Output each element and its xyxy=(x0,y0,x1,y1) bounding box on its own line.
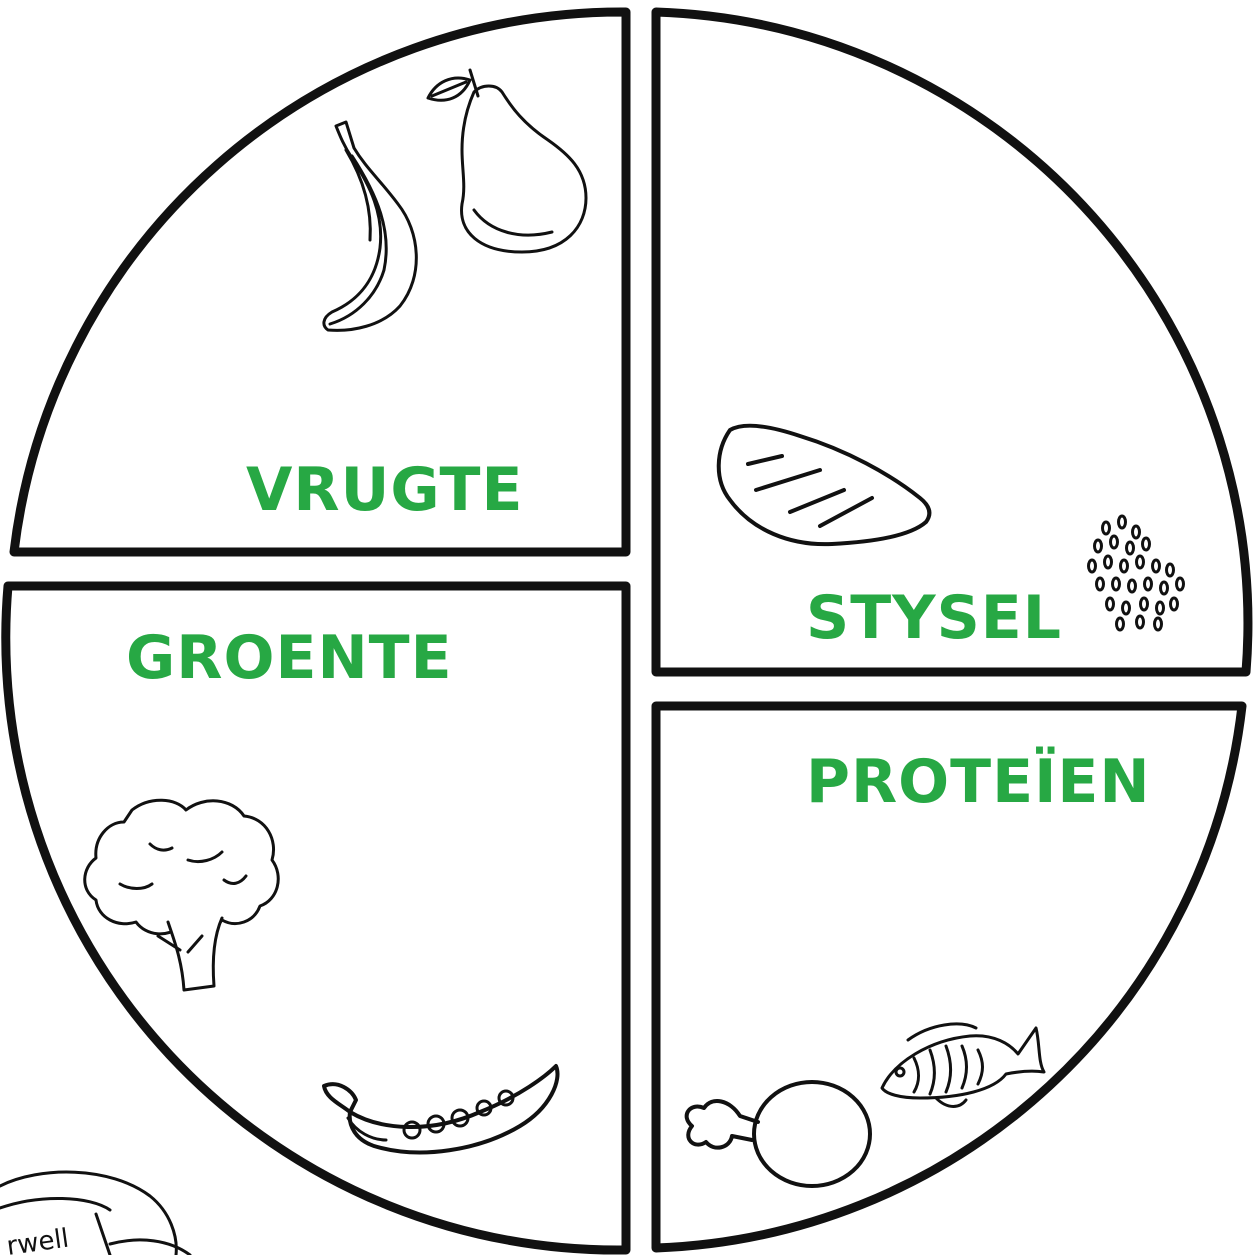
pea-pod-icon xyxy=(324,1066,558,1152)
brand-logo: rwell xyxy=(0,1172,190,1255)
banana-icon xyxy=(324,122,416,330)
quadrant-fruit-label: VRUGTE xyxy=(246,455,523,525)
quadrant-vegetables: GROENTE xyxy=(6,586,626,1250)
quadrant-starch: STYSEL xyxy=(656,12,1248,672)
fish-icon xyxy=(882,1024,1044,1107)
quadrant-protein: PROTEÏEN xyxy=(656,706,1242,1248)
quadrant-starch-label: STYSEL xyxy=(806,583,1062,653)
quadrant-protein-label: PROTEÏEN xyxy=(806,745,1151,817)
pear-icon xyxy=(428,70,586,252)
bread-icon xyxy=(719,426,930,544)
rice-grains-icon xyxy=(1089,516,1184,630)
quadrant-starch-outline xyxy=(656,12,1248,672)
quadrant-fruit: VRUGTE xyxy=(14,12,626,552)
quadrant-vegetables-label: GROENTE xyxy=(126,623,453,693)
brand-logo-text: rwell xyxy=(5,1224,71,1255)
chicken-drumstick-icon xyxy=(687,1082,870,1186)
broccoli-icon xyxy=(85,800,279,990)
